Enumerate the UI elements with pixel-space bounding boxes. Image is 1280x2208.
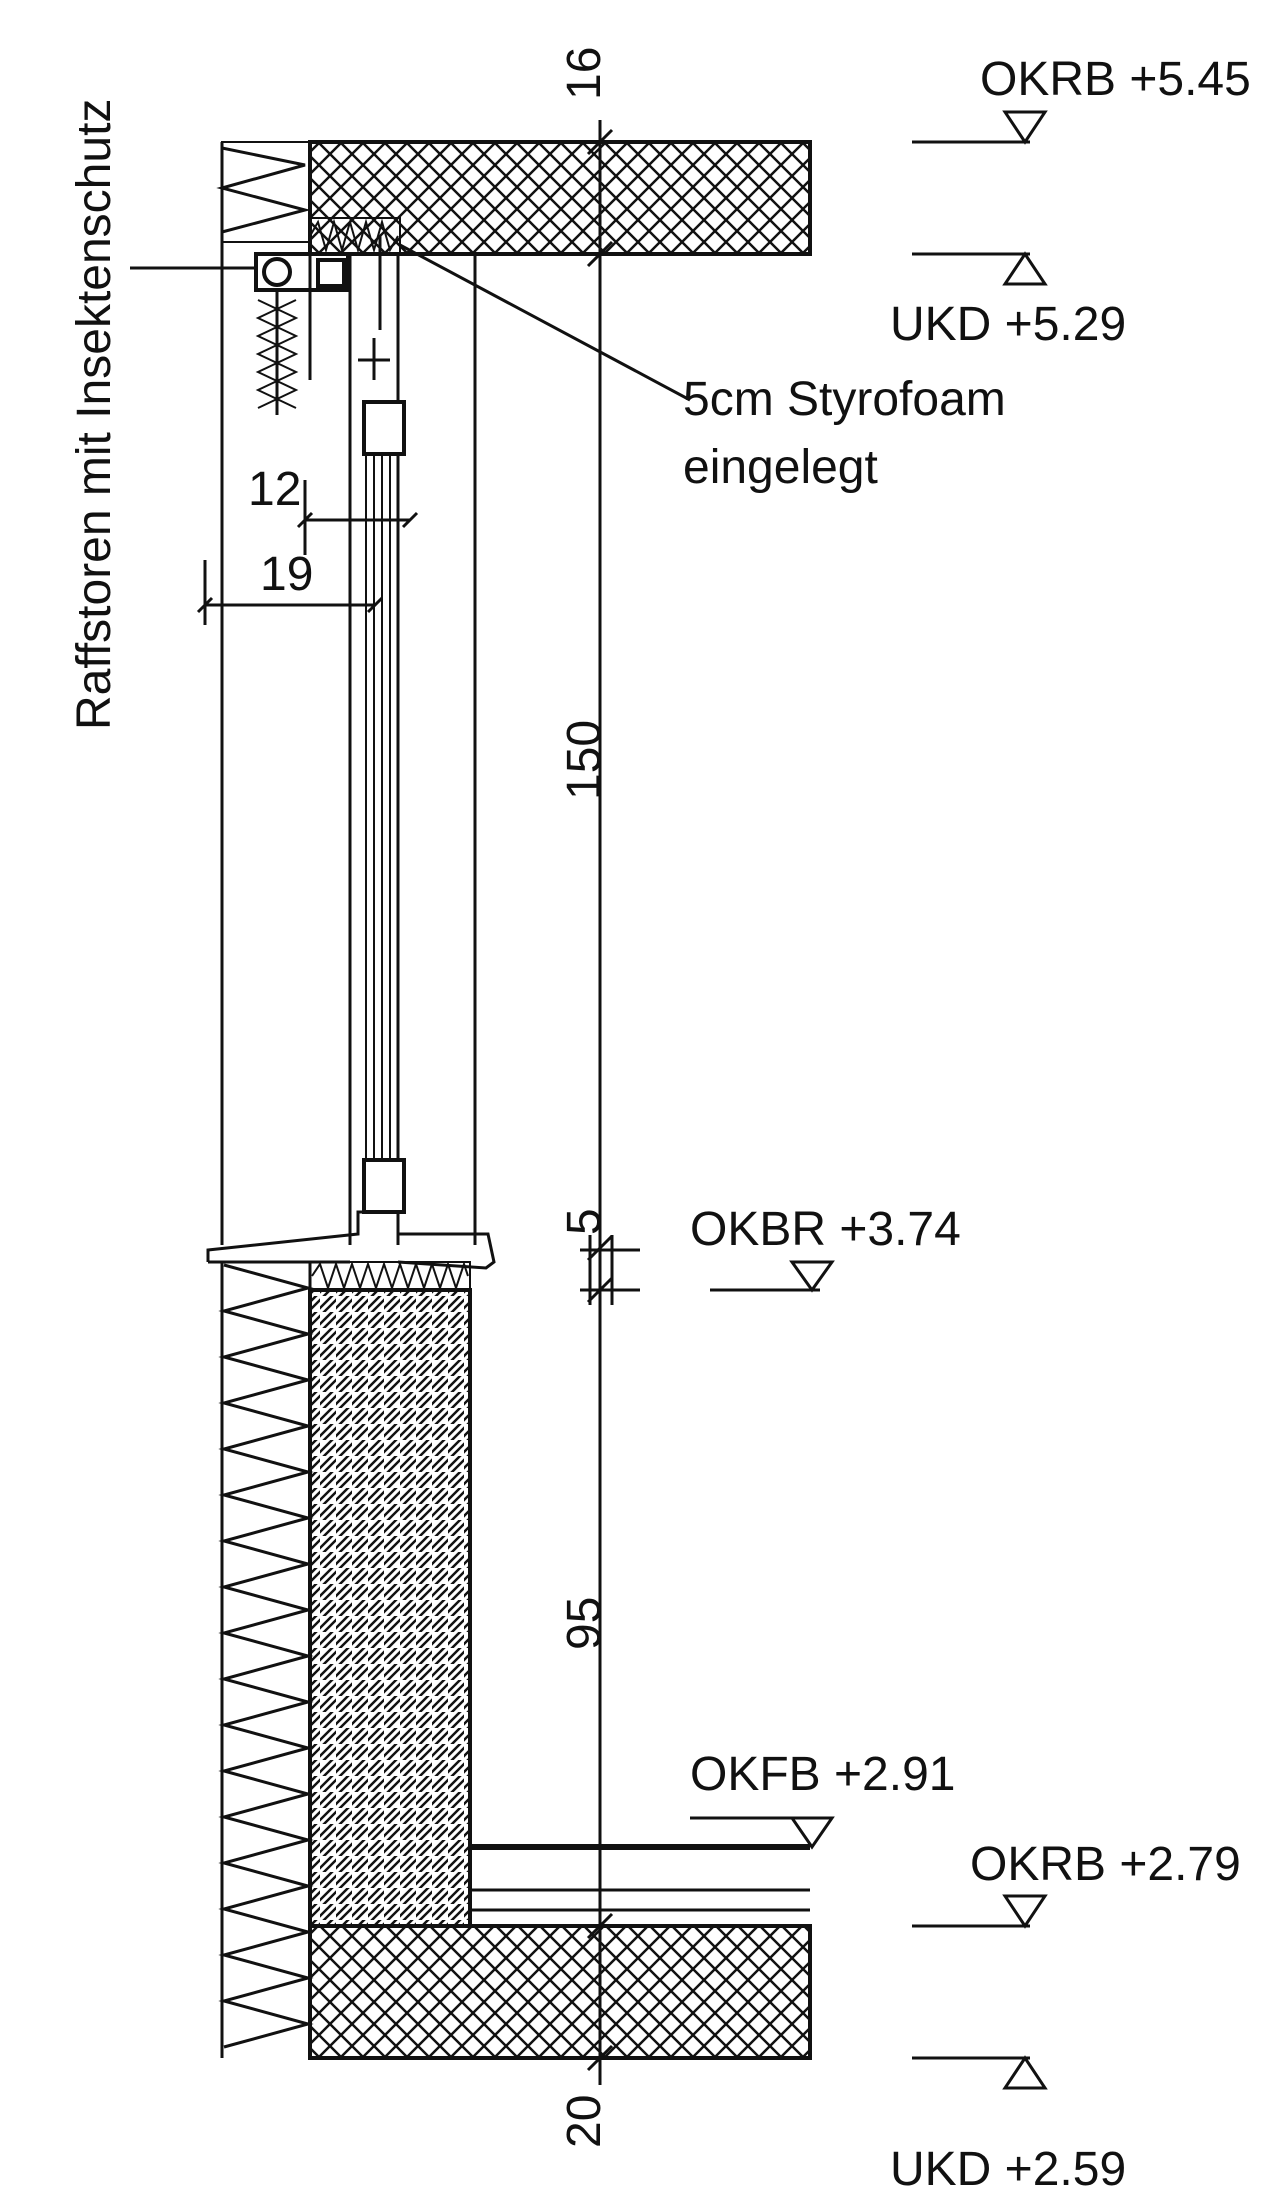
window-frame — [348, 236, 477, 1245]
level-marker-okrb-top — [912, 110, 1048, 145]
level-label-ukd-top: UKD +5.29 — [890, 298, 1126, 351]
blind-slats — [255, 299, 299, 409]
styrofoam-leader — [399, 243, 691, 402]
level-marker-okfb — [690, 1816, 835, 1850]
dim-label-bottom-slab: 20 — [558, 2095, 611, 2148]
level-marker-okbr — [710, 1260, 835, 1293]
level-marker-ukd-top — [912, 251, 1048, 286]
top-insulation — [216, 141, 311, 243]
floor-buildup — [470, 1844, 810, 1912]
styrofoam-label-line1: 5cm Styrofoam — [683, 373, 1006, 426]
level-label-okrb-bottom: OKRB +2.79 — [970, 1838, 1241, 1891]
level-label-ukd-bottom: UKD +2.59 — [890, 2143, 1126, 2196]
raffstore-box — [130, 252, 350, 415]
parapet-wall — [308, 1288, 472, 1928]
dim-label-blind-outer: 19 — [260, 548, 313, 601]
blind-dimensions — [196, 480, 419, 625]
dimension-line-main — [520, 120, 810, 2085]
level-marker-ukd-bottom — [912, 2055, 1048, 2090]
facade-lines — [220, 142, 312, 1245]
top-slab — [308, 140, 812, 256]
dim-label-sill: 5 — [558, 1208, 611, 1235]
bottom-slab — [308, 1924, 812, 2060]
level-label-okrb-top: OKRB +5.45 — [980, 53, 1251, 106]
raffstore-label: Raffstoren mit Insektenschutz — [68, 99, 121, 730]
dim-label-blind-inner: 12 — [248, 463, 301, 516]
dim-label-parapet: 95 — [558, 1597, 611, 1650]
level-label-okbr: OKBR +3.74 — [690, 1203, 961, 1256]
level-marker-okrb-bottom — [912, 1894, 1048, 1929]
dim-label-window: 150 — [558, 720, 611, 800]
level-label-okfb: OKFB +2.91 — [690, 1748, 955, 1801]
dim-label-top-slab: 16 — [558, 47, 611, 100]
styrofoam-strip — [309, 217, 401, 255]
styrofoam-label-line2: eingelegt — [683, 441, 878, 494]
lower-insulation — [218, 1262, 314, 2058]
